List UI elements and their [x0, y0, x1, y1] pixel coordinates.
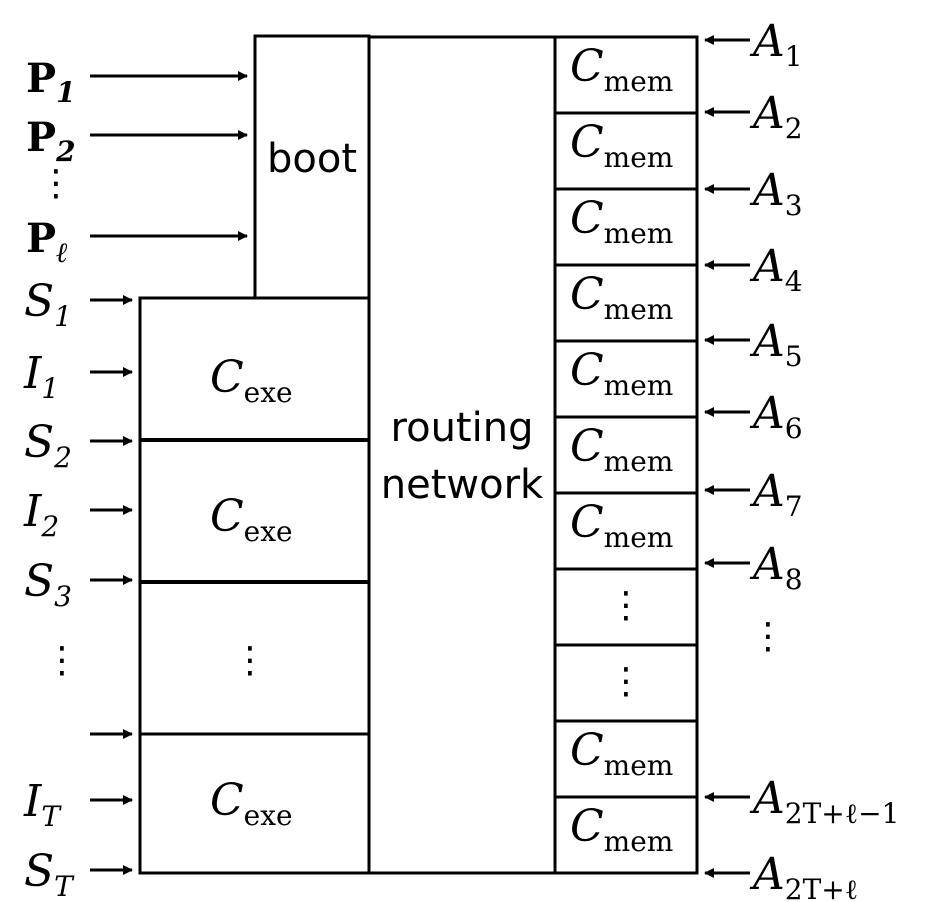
routing-label-line2: network	[381, 462, 544, 508]
svg-text:Cmem: Cmem	[570, 497, 673, 554]
svg-text:Pℓ: Pℓ	[26, 215, 68, 269]
svg-text:A2: A2	[749, 88, 803, 145]
right-input-1: A1	[704, 16, 803, 73]
svg-text:A2T+ℓ−1: A2T+ℓ−1	[749, 773, 899, 830]
right-input-7: A7	[704, 466, 803, 523]
svg-text:Cmem: Cmem	[570, 41, 673, 98]
left-input-3: S2	[24, 417, 133, 474]
mem-cell-11: Cmem	[570, 801, 673, 858]
right-input-4: A4	[704, 241, 803, 298]
right-input-dots: ⋮	[750, 616, 786, 657]
exe-label-1: Cexe	[210, 352, 293, 409]
right-input-3: A3	[704, 165, 803, 222]
left-input-5: S3	[24, 556, 133, 613]
right-input-8: A8	[704, 539, 803, 596]
right-input-2: A2	[704, 88, 803, 145]
svg-text:Cmem: Cmem	[570, 193, 673, 250]
svg-text:S3: S3	[24, 556, 72, 613]
svg-text:⋮: ⋮	[608, 661, 644, 702]
mem-cell-1: Cmem	[570, 41, 673, 98]
svg-text:A4: A4	[749, 241, 803, 298]
svg-text:Cmem: Cmem	[570, 801, 673, 858]
mem-cell-7: Cmem	[570, 497, 673, 554]
mem-stack-box	[553, 35, 699, 875]
svg-text:S2: S2	[24, 417, 72, 474]
svg-text:A2T+ℓ: A2T+ℓ	[749, 849, 858, 902]
svg-text:P1: P1	[26, 55, 76, 109]
program-input-2: P2	[26, 114, 248, 168]
left-input-dots: ⋮	[44, 640, 80, 681]
boot-box	[253, 34, 371, 300]
svg-text:S1: S1	[24, 276, 72, 333]
svg-text:I2: I2	[23, 486, 59, 543]
left-input-1: S1	[24, 276, 133, 333]
svg-text:Cexe: Cexe	[210, 352, 293, 409]
exe-label-2: Cexe	[210, 491, 293, 548]
svg-text:ST: ST	[24, 846, 75, 902]
svg-text:A6: A6	[749, 388, 803, 445]
svg-text:A5: A5	[749, 316, 803, 373]
right-input-6: A6	[704, 388, 803, 445]
mem-cell-4: Cmem	[570, 269, 673, 326]
exe-label-3: Cexe	[210, 775, 293, 832]
exe-stack-box	[138, 296, 371, 875]
routing-network-box	[367, 35, 557, 875]
left-input-7: ST	[24, 846, 133, 902]
svg-text:Cmem: Cmem	[570, 345, 673, 402]
svg-text:Cmem: Cmem	[570, 725, 673, 782]
right-input-5: A5	[704, 316, 803, 373]
svg-text:I1: I1	[23, 348, 59, 405]
svg-text:Cmem: Cmem	[570, 421, 673, 478]
svg-text:A7: A7	[749, 466, 803, 523]
right-input-10: A2T+ℓ	[704, 849, 858, 902]
program-input-l: Pℓ	[26, 215, 248, 269]
right-input-9: A2T+ℓ−1	[704, 773, 899, 830]
svg-text:P2: P2	[26, 114, 76, 168]
svg-text:Cexe: Cexe	[210, 775, 293, 832]
mem-cell-6: Cmem	[570, 421, 673, 478]
mem-cell-10: Cmem	[570, 725, 673, 782]
mem-cell-5: Cmem	[570, 345, 673, 402]
left-input-4: I2	[23, 486, 133, 543]
svg-text:IT: IT	[23, 776, 62, 833]
program-input-dots: ⋮	[38, 163, 74, 204]
mem-cell-3: Cmem	[570, 193, 673, 250]
mem-cell-2: Cmem	[570, 117, 673, 174]
svg-text:Cexe: Cexe	[210, 491, 293, 548]
svg-text:A1: A1	[749, 16, 803, 73]
routing-label-line1: routing	[391, 405, 534, 451]
svg-text:Cmem: Cmem	[570, 269, 673, 326]
boot-label: boot	[267, 136, 357, 182]
left-input-2: I1	[23, 348, 133, 405]
svg-text:⋮: ⋮	[608, 585, 644, 626]
left-input-6: IT	[23, 776, 133, 833]
mem-cell-9: ⋮	[608, 661, 644, 702]
svg-text:Cmem: Cmem	[570, 117, 673, 174]
mem-cell-8: ⋮	[608, 585, 644, 626]
program-input-1: P1	[26, 55, 248, 109]
svg-text:A3: A3	[749, 165, 803, 222]
svg-text:A8: A8	[749, 539, 803, 596]
exe-dots: ⋮	[232, 640, 268, 681]
